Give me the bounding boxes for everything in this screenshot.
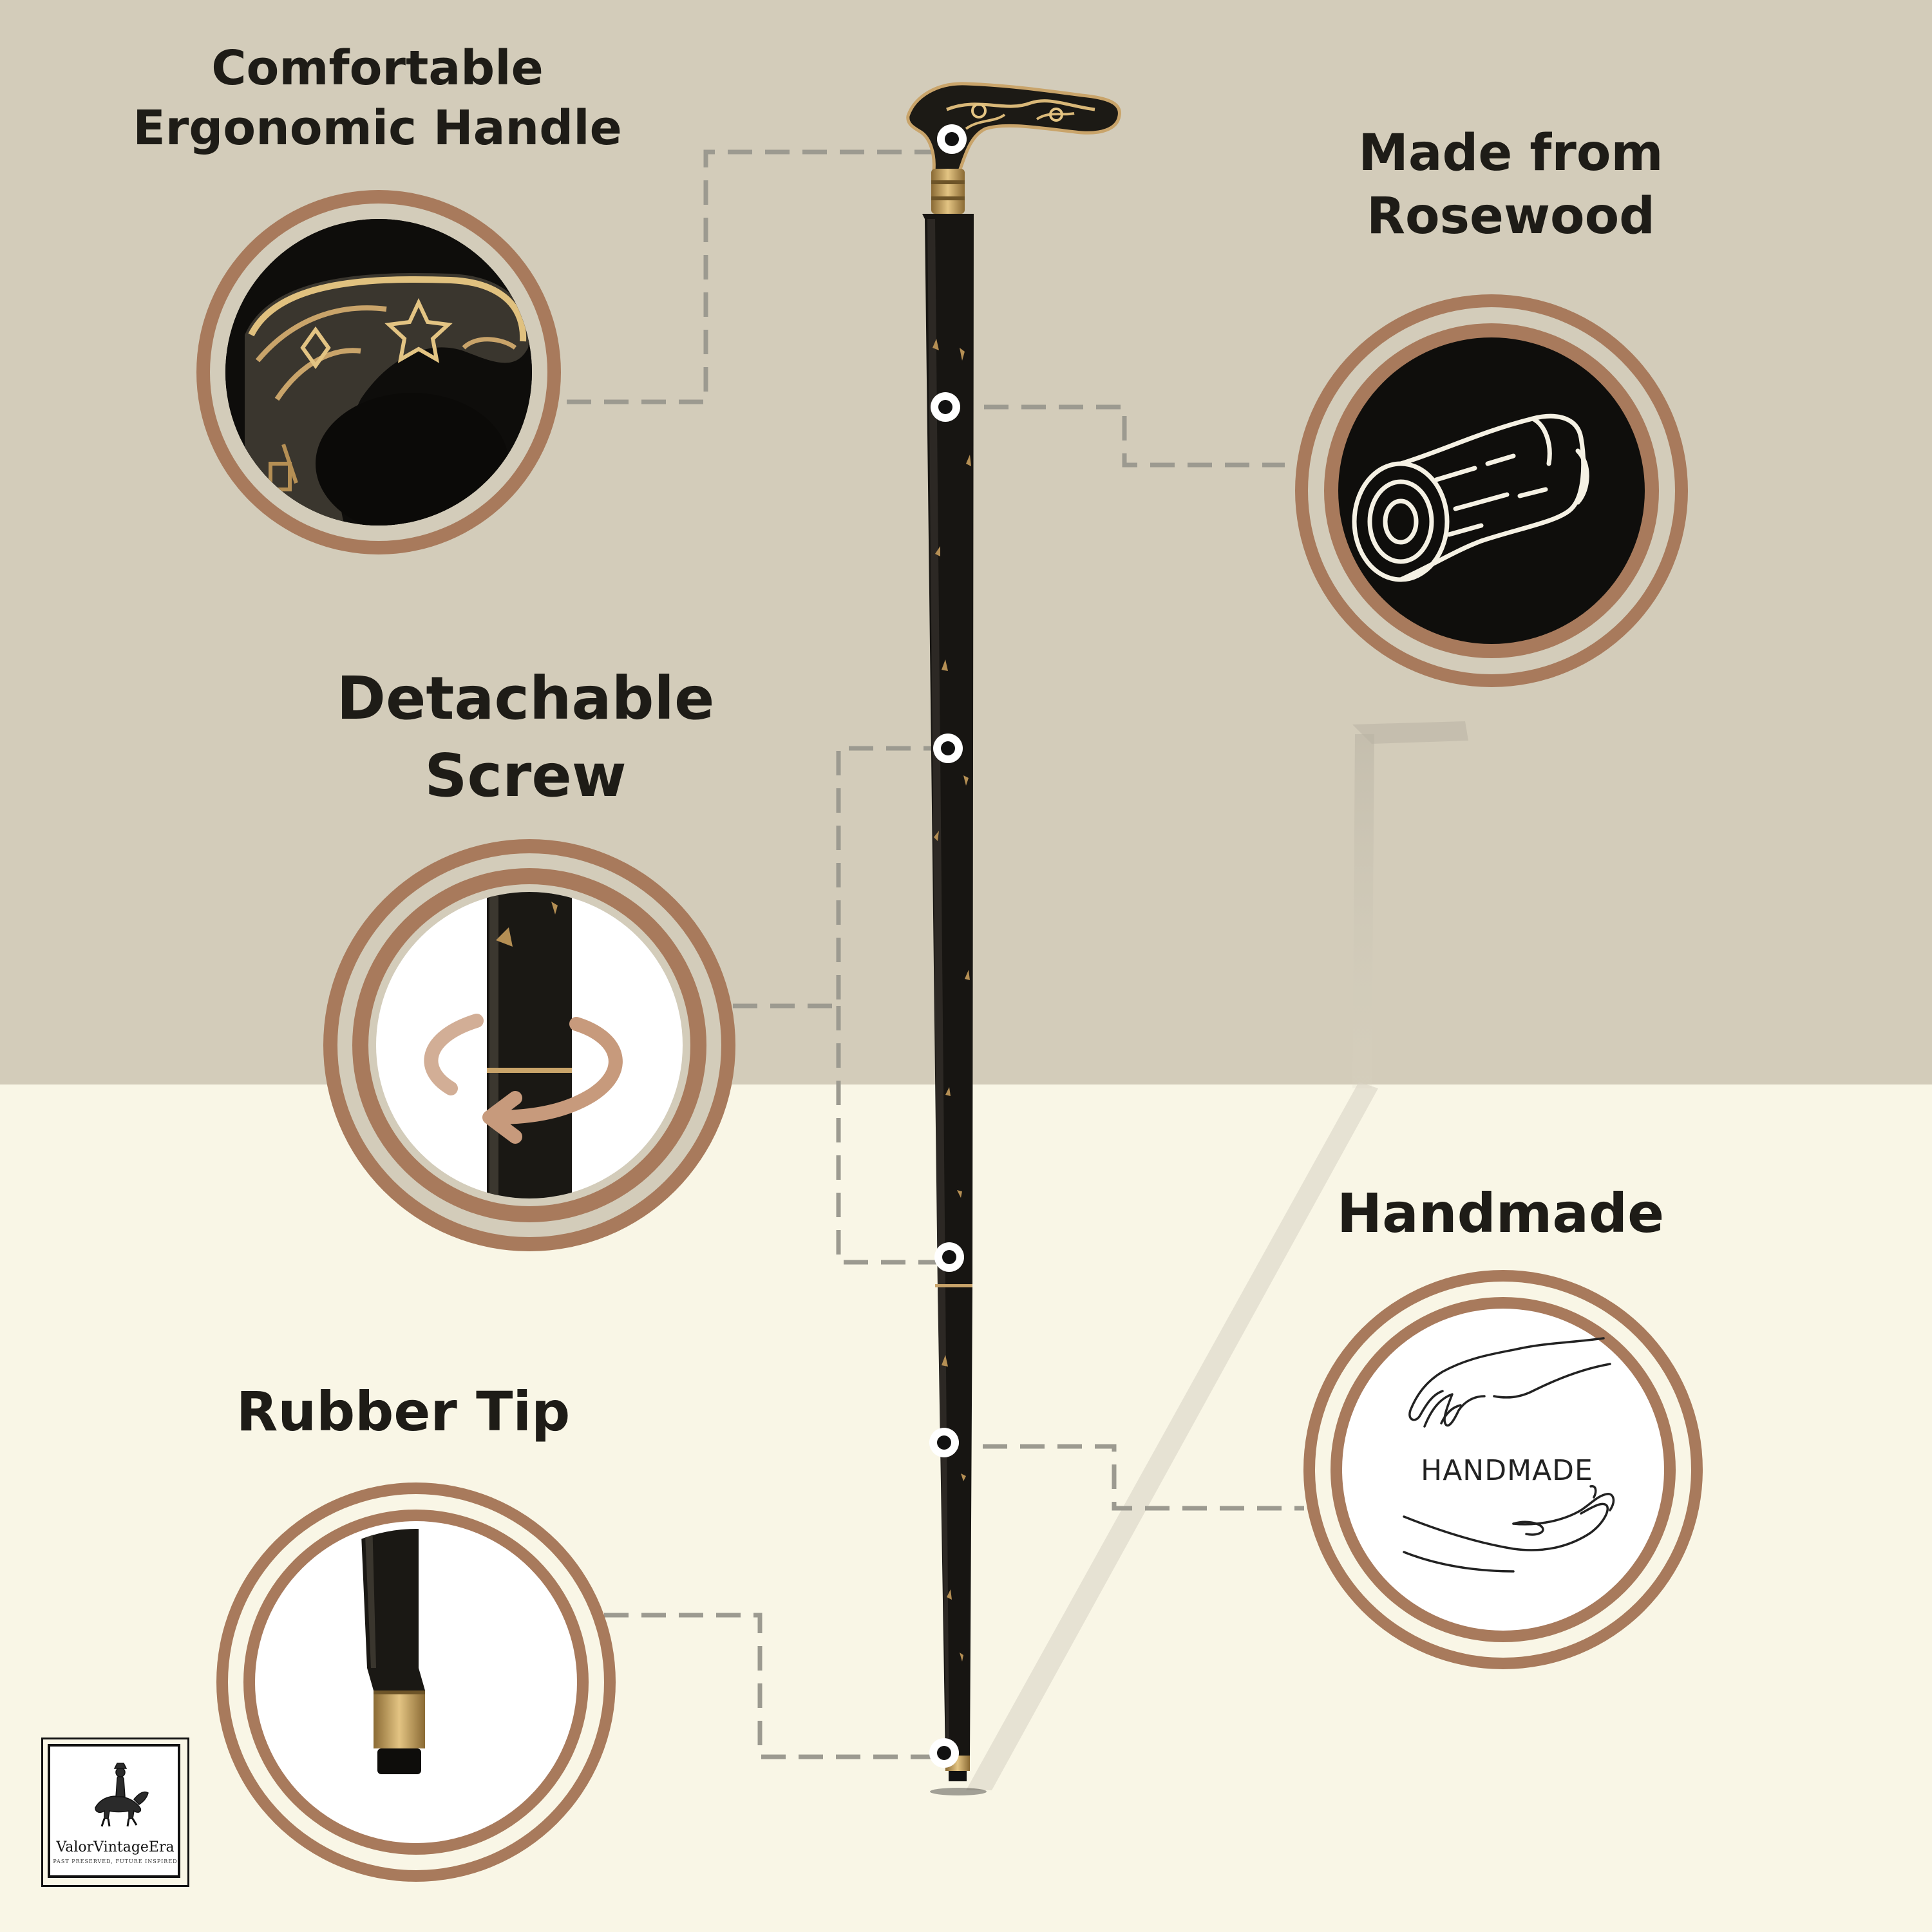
marker-handmade bbox=[929, 1428, 959, 1457]
rosewood-circle bbox=[1295, 294, 1688, 687]
handle-closeup-circle bbox=[196, 190, 561, 554]
brand-tagline: PAST PRESERVED, FUTURE INSPIRED bbox=[53, 1859, 178, 1864]
connector-screw-lower bbox=[836, 1006, 937, 1265]
connector-rosewood bbox=[947, 404, 1285, 468]
connector-handle bbox=[567, 149, 935, 404]
feature-title-rosewood: Made from Rosewood bbox=[1358, 124, 1663, 245]
feature-title-tip: Rubber Tip bbox=[236, 1380, 571, 1443]
tip-closeup-circle bbox=[216, 1482, 616, 1882]
brand-frame-outer bbox=[41, 1738, 189, 1887]
hands-icon bbox=[1403, 1337, 1615, 1573]
feature-title-handle: Comfortable Ergonomic Handle bbox=[133, 41, 622, 156]
connector-screw bbox=[733, 746, 935, 1009]
callout-markers bbox=[929, 124, 967, 1768]
handle-closeup-image bbox=[225, 219, 532, 526]
brand-frame-inner bbox=[48, 1744, 180, 1878]
equestrian-knight-logo bbox=[95, 1763, 149, 1827]
screw-closeup-circle bbox=[323, 839, 735, 1251]
feature-title-handmade: Handmade bbox=[1336, 1182, 1665, 1245]
screw-closeup-image bbox=[487, 892, 572, 1198]
cane-shadow bbox=[966, 721, 1468, 1790]
feature-title-screw: Detachable Screw bbox=[336, 664, 715, 810]
connector-lines bbox=[567, 149, 1304, 1759]
brand-name: ValorVintageEra bbox=[56, 1839, 175, 1855]
handmade-circle bbox=[1303, 1270, 1703, 1669]
marker-screw-lower bbox=[934, 1242, 964, 1272]
marker-rosewood bbox=[931, 392, 960, 422]
cane-handle bbox=[906, 82, 1121, 173]
brand-logo: ValorVintageEra PAST PRESERVED, FUTURE I… bbox=[41, 1738, 189, 1887]
wood-log-icon bbox=[1352, 413, 1589, 582]
marker-handle bbox=[937, 124, 967, 154]
rotate-arrow-icon bbox=[424, 1014, 623, 1144]
handmade-icon-label: HANDMADE bbox=[1421, 1454, 1593, 1487]
rubber-tip-closeup-image bbox=[361, 1529, 425, 1774]
cane-collar bbox=[931, 169, 965, 214]
connector-handmade bbox=[945, 1444, 1304, 1511]
marker-screw-upper bbox=[933, 734, 963, 763]
cane-brass-flecks bbox=[933, 339, 971, 1662]
cane-joint-ring bbox=[935, 1284, 972, 1287]
walking-cane bbox=[906, 82, 1121, 1795]
marker-tip bbox=[929, 1738, 959, 1768]
connector-tip bbox=[604, 1613, 937, 1759]
